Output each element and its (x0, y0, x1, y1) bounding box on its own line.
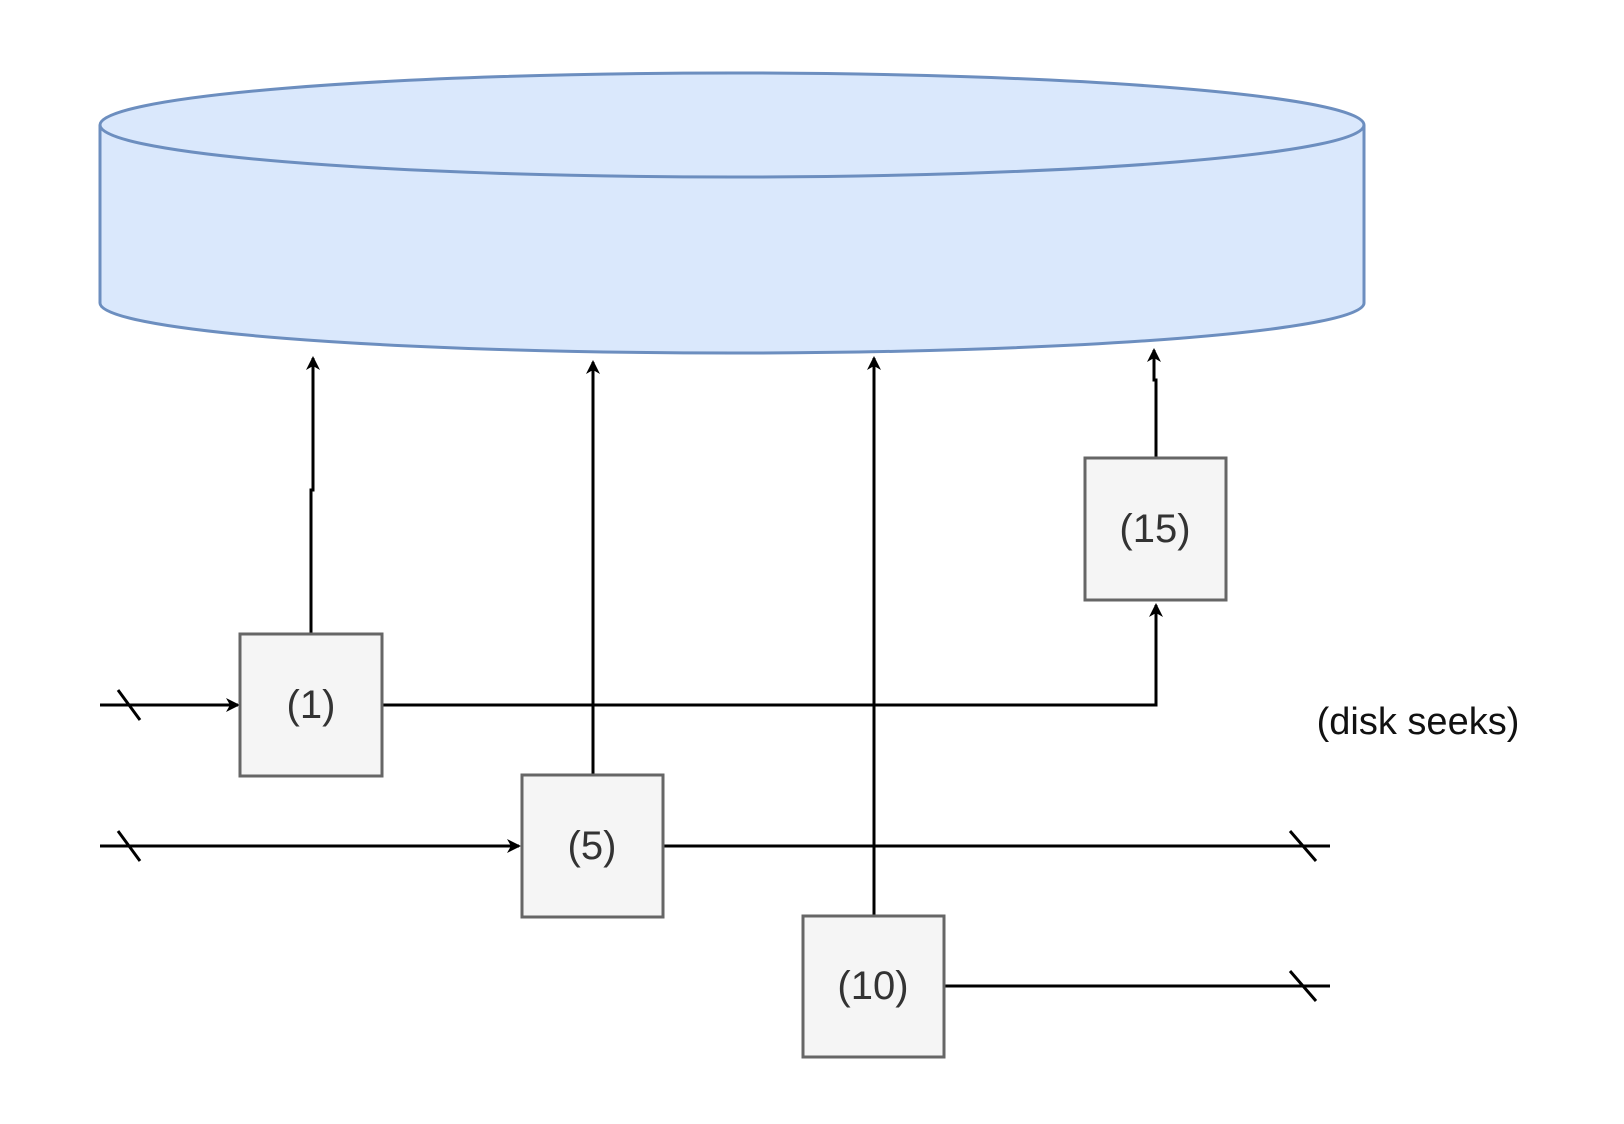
input-line-row-2 (100, 830, 521, 862)
box-15-label: (15) (1119, 507, 1190, 551)
box-1: (1) (238, 632, 384, 778)
disk-body (98, 125, 1366, 355)
box-15: (15) (1083, 456, 1228, 602)
disk-top (98, 71, 1366, 179)
edge-15-to-disk (1147, 348, 1161, 458)
disk-seeks-annotation: (disk seeks) (1317, 701, 1520, 743)
box-10-label: (10) (837, 964, 908, 1008)
box-1-label: (1) (287, 683, 336, 727)
disk-cylinder (98, 71, 1366, 355)
input-line-row-1 (100, 689, 240, 721)
edge-1-to-disk (306, 356, 320, 634)
box-10: (10) (801, 914, 946, 1059)
break-mark (116, 689, 142, 721)
break-mark (1288, 970, 1318, 1002)
box-5: (5) (520, 773, 665, 919)
output-line-row-3 (944, 970, 1330, 1002)
edge-1-to-15 (382, 603, 1163, 707)
break-mark (1288, 830, 1318, 862)
box-5-label: (5) (568, 824, 617, 868)
break-mark (116, 830, 142, 862)
output-line-row-2 (663, 830, 1330, 862)
